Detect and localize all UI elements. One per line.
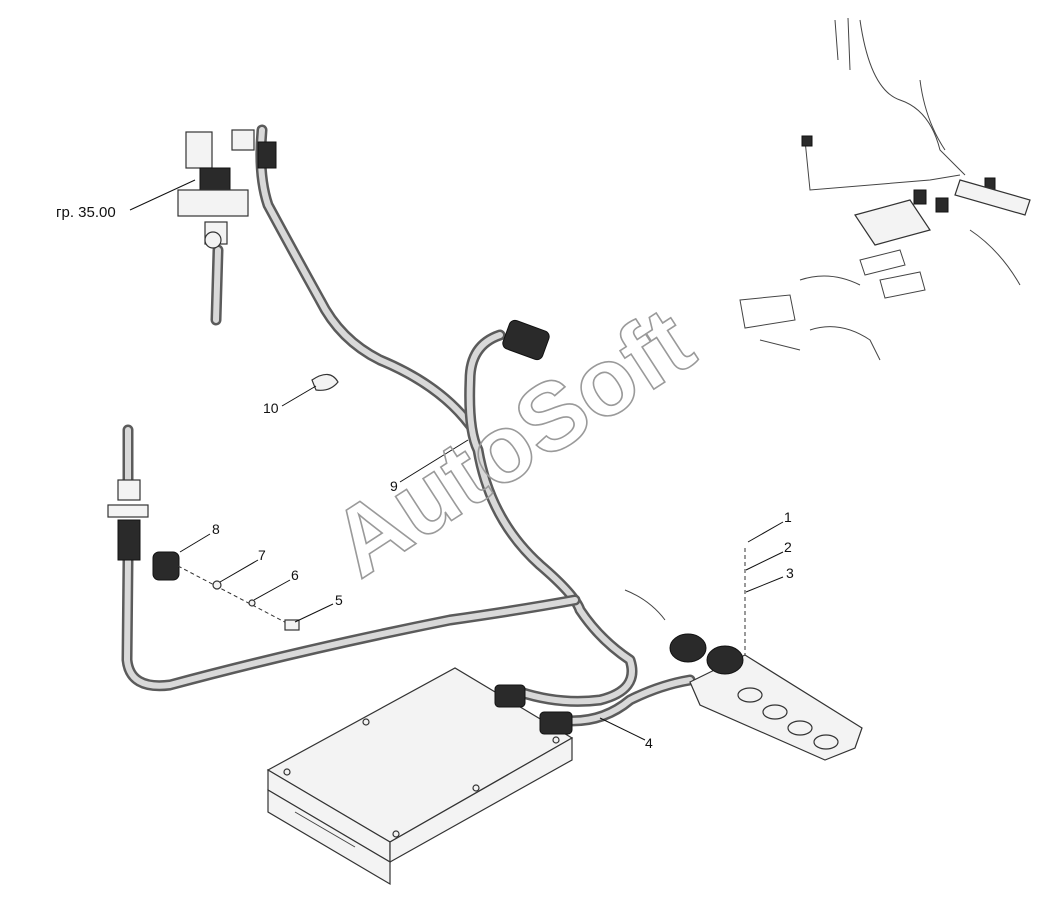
- round-connector-upper: [502, 319, 550, 361]
- callout-10: 10: [263, 400, 279, 416]
- callout-7: 7: [258, 547, 266, 563]
- valve-assembly: [177, 129, 277, 249]
- callout-8: 8: [212, 521, 220, 537]
- control-unit: [266, 667, 574, 886]
- main-harness: [121, 124, 696, 727]
- callout-4: 4: [645, 735, 653, 751]
- bulkhead-connector: [107, 479, 149, 561]
- clamp-and-fasteners: [152, 551, 301, 631]
- callout-9: 9: [390, 478, 398, 494]
- mounting-bracket: [669, 548, 863, 761]
- callout-5: 5: [335, 592, 343, 608]
- cap-part: [311, 373, 339, 391]
- group-reference-label: гр. 35.00: [56, 204, 116, 221]
- callout-3: 3: [786, 565, 794, 581]
- leader-lines: [129, 179, 784, 741]
- callout-2: 2: [784, 539, 792, 555]
- callout-1: 1: [784, 509, 792, 525]
- overview-inset: [739, 17, 1031, 361]
- callout-6: 6: [291, 567, 299, 583]
